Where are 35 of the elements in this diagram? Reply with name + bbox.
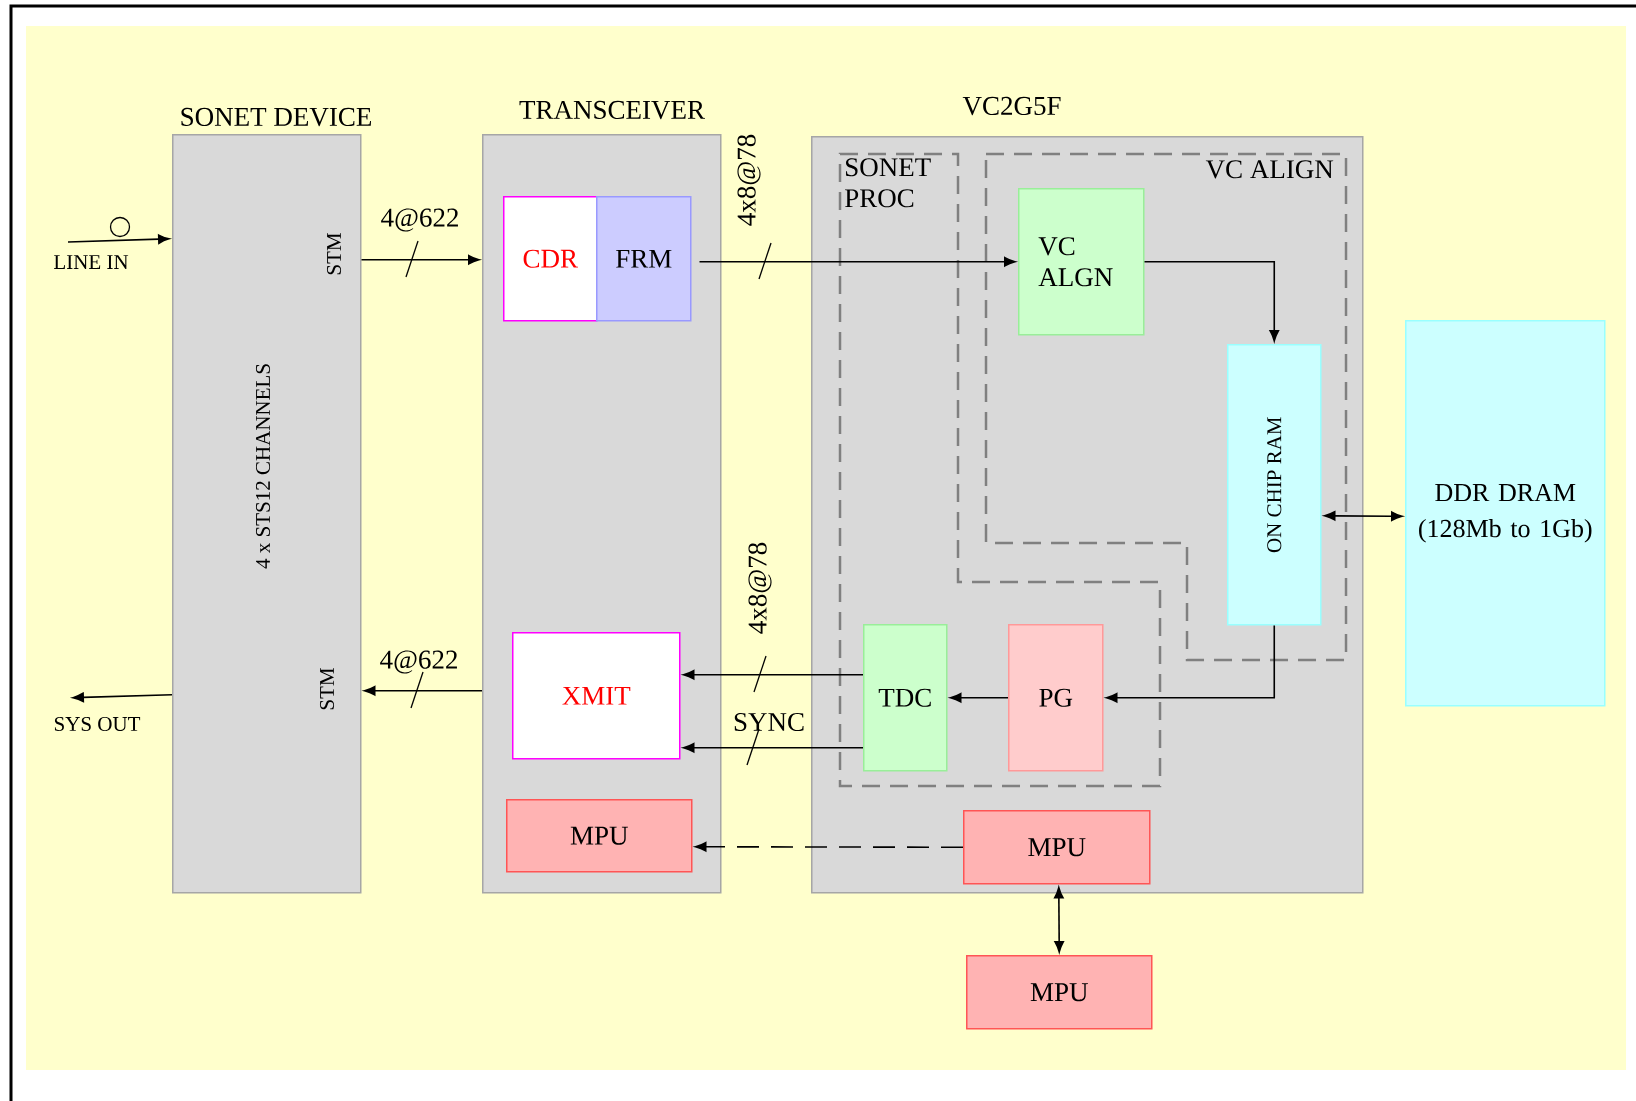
arrow [1105,624,1276,703]
processor-box: MPU [506,799,693,873]
arrow [682,669,864,680]
arrow [363,685,483,696]
arrow [694,841,964,852]
arrow [949,692,1009,703]
tdc-box: TDC [863,624,948,772]
arrow [1143,260,1280,342]
port-label: SYS OUT [54,716,141,732]
memory-box: ON CHIP RAM [1227,344,1322,626]
node-label: SONET DEVICE [181,107,372,127]
align-box: VC ALGN [1018,188,1145,336]
port-label: LINE IN [54,255,129,269]
memory-box: DDR DRAM (128Mb to 1Gb) [1405,320,1606,707]
edge-label: SYNC [734,712,804,732]
arrow [698,256,1016,267]
edge-label: 4@622 [381,208,458,232]
arrow [682,742,864,753]
cdr-box: CDR [503,196,598,322]
edge-label: 4x8@78 [737,134,761,226]
arrow [1054,886,1065,953]
transmitter-box: XMIT [512,632,681,760]
framer-box: FRM [596,196,692,322]
arrow [360,254,480,265]
arrow [72,692,173,703]
arrow [1323,510,1403,522]
device-box: SONET DEVICE STM 4 x STS12 CHANNELS STM [172,107,371,894]
node-label: VC2G5F [962,96,1061,116]
arrow [67,234,170,245]
processor-box: MPU [963,810,1151,885]
edge-label: 4@622 [380,650,457,674]
processor-box: MPU [966,955,1153,1030]
generator-box: PG [1008,624,1104,772]
edge-label: 4x8@78 [748,542,772,634]
node-label: TRANSCEIVER [519,100,705,120]
